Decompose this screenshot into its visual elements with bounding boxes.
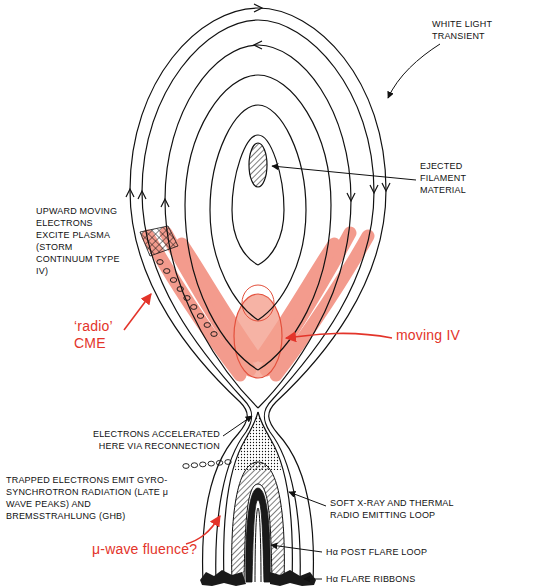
direction-chevron	[382, 183, 390, 191]
electron-gyration	[191, 305, 197, 310]
field-line	[258, 105, 306, 320]
field-line	[258, 45, 351, 408]
field-line	[258, 75, 331, 370]
inner-loop	[255, 508, 261, 582]
fluence-label: μ-wave fluence?	[92, 541, 212, 558]
filament-label: EJECTED FILAMENT MATERIAL	[420, 160, 498, 196]
direction-chevron	[254, 4, 262, 12]
halpha-post-flare-loop	[246, 488, 270, 582]
trapped-electrons-note: TRAPPED ELECTRONS EMIT GYRO-SYNCHROTRON …	[6, 474, 178, 522]
moving-iv-source	[234, 294, 282, 378]
flare-ribbons	[200, 570, 316, 586]
excited-plasma-patch	[140, 226, 178, 256]
leader-arrow	[289, 492, 326, 506]
leader-arrow	[388, 44, 440, 98]
field-line	[210, 105, 258, 320]
soft-xray-loop	[232, 462, 285, 582]
ribbon	[270, 570, 316, 586]
reconnection-note: ELECTRONS ACCELERATED HERE VIA RECONNECT…	[78, 428, 220, 452]
electron-gyration	[170, 278, 176, 283]
electron-gyration	[216, 460, 222, 465]
leader-arrow	[304, 579, 322, 580]
leader-arrow	[223, 416, 252, 436]
filament-blob	[249, 143, 267, 187]
electrons-note: UPWARD MOVING ELECTRONS EXCITE PLASMA (S…	[36, 205, 124, 277]
field-lines	[130, 8, 386, 582]
electron-gyration	[204, 323, 210, 328]
electron-gyration	[191, 463, 197, 468]
post-flare-loop-label: Hα POST FLARE LOOP	[326, 546, 486, 558]
moving-iv-label: moving IV	[396, 327, 496, 344]
field-line	[165, 45, 258, 408]
electron-gyration	[208, 461, 214, 466]
pointer-arrow	[286, 333, 392, 338]
ribbon-label: Hα FLARE RIBBONS	[326, 573, 486, 585]
radio-cme-label: ‘radio’ CME	[74, 318, 129, 352]
direction-chevron	[370, 185, 378, 193]
electron-gyration	[183, 464, 189, 469]
direction-chevron	[161, 199, 169, 207]
transient-label: WHITE LIGHT TRANSIENT	[432, 18, 510, 42]
field-line	[185, 75, 258, 370]
pointer-arrow	[186, 516, 220, 544]
electron-gyration	[184, 296, 190, 301]
field-direction-marks	[126, 4, 390, 207]
leader-arrow	[271, 545, 322, 552]
electron-gyration	[197, 314, 203, 319]
leader-arrow	[272, 166, 416, 180]
direction-chevron	[347, 193, 355, 201]
direction-chevron	[126, 189, 134, 197]
electron-gyration	[164, 269, 170, 274]
electron-gyration	[177, 287, 183, 292]
moving-iv-core	[242, 285, 274, 321]
pointer-arrow	[124, 294, 151, 330]
soft-xray-label: SOFT X-RAY AND THERMAL RADIO EMITTING LO…	[330, 497, 455, 521]
electron-gyration	[157, 260, 163, 265]
direction-chevron	[254, 41, 262, 49]
electron-gyration	[225, 460, 231, 465]
electron-gyration	[211, 332, 217, 337]
direction-chevron	[138, 191, 146, 199]
electron-gyration	[200, 462, 206, 467]
ribbon	[200, 570, 246, 586]
